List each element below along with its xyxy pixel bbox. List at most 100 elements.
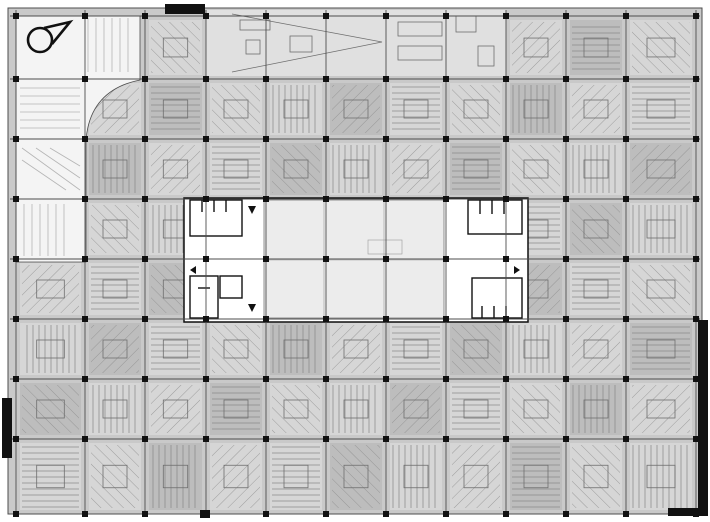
module-hatch — [332, 325, 380, 373]
column — [693, 196, 699, 202]
furniture-block — [162, 399, 189, 419]
column — [563, 196, 569, 202]
column — [13, 436, 19, 442]
module-hatch — [91, 325, 139, 373]
module-hatch — [22, 385, 79, 433]
triangle-arrow-icon — [514, 266, 520, 274]
module-hatch — [332, 445, 380, 508]
column — [82, 376, 88, 382]
furniture-block — [36, 339, 65, 359]
column — [623, 76, 629, 82]
module-hatch — [632, 385, 690, 433]
module-hatch — [272, 145, 320, 193]
column — [323, 511, 329, 517]
column — [563, 376, 569, 382]
column — [203, 256, 209, 262]
column — [443, 376, 449, 382]
column — [13, 196, 19, 202]
column — [563, 436, 569, 442]
column — [142, 136, 148, 142]
column — [323, 136, 329, 142]
furniture-block — [36, 464, 65, 489]
column — [263, 376, 269, 382]
module-hatch — [392, 445, 440, 508]
triangle-arrow-icon — [248, 304, 256, 312]
column — [383, 316, 389, 322]
column — [503, 196, 509, 202]
column — [13, 256, 19, 262]
module-hatch — [332, 385, 380, 433]
column — [323, 196, 329, 202]
ramp-stripes — [20, 18, 129, 256]
furniture-block — [403, 399, 429, 419]
column — [13, 316, 19, 322]
module-hatch — [392, 145, 440, 193]
column — [203, 316, 209, 322]
module-hatch — [632, 22, 690, 73]
furniture-block — [343, 339, 369, 359]
structural-grid — [10, 10, 700, 516]
column — [13, 376, 19, 382]
module-hatch — [392, 385, 440, 433]
column — [82, 76, 88, 82]
furniture-block — [162, 464, 189, 489]
module-hatch — [572, 22, 620, 73]
column — [142, 256, 148, 262]
column — [443, 436, 449, 442]
module-hatch — [572, 145, 620, 193]
furniture-block — [343, 159, 369, 179]
column — [503, 436, 509, 442]
column — [693, 436, 699, 442]
furniture-block — [162, 99, 189, 119]
module-hatch — [392, 325, 440, 373]
column — [563, 76, 569, 82]
columns — [13, 13, 699, 517]
module-hatch — [151, 385, 200, 433]
module-hatch — [632, 205, 690, 253]
module-hatch — [572, 325, 620, 373]
column — [263, 76, 269, 82]
column — [443, 256, 449, 262]
module-hatch — [22, 265, 79, 313]
module-hatch — [632, 85, 690, 133]
module-hatch — [452, 325, 500, 373]
module-hatch — [512, 325, 560, 373]
column — [323, 256, 329, 262]
triangle-arrow-icon — [190, 266, 196, 274]
column — [693, 136, 699, 142]
column — [383, 511, 389, 517]
furniture-block — [583, 219, 609, 239]
column — [13, 13, 19, 19]
furniture-block — [583, 159, 609, 179]
module-hatch — [512, 385, 560, 433]
module-hatch — [572, 205, 620, 253]
module-hatch — [212, 145, 260, 193]
column — [82, 136, 88, 142]
module-hatch — [572, 445, 620, 508]
furniture-block — [583, 37, 609, 58]
module-hatch — [22, 445, 79, 508]
module-grid — [20, 20, 692, 510]
column — [503, 13, 509, 19]
column — [263, 316, 269, 322]
column — [263, 511, 269, 517]
column — [263, 256, 269, 262]
column — [203, 136, 209, 142]
module-hatch — [22, 325, 79, 373]
column — [13, 511, 19, 517]
module-hatch — [151, 22, 200, 73]
column — [693, 376, 699, 382]
furniture-block — [646, 464, 676, 489]
module-hatch — [452, 85, 500, 133]
furniture-block — [36, 399, 65, 419]
column — [82, 196, 88, 202]
furniture-block — [403, 159, 429, 179]
column — [383, 196, 389, 202]
column — [13, 136, 19, 142]
furniture-block — [102, 279, 128, 299]
furniture-block — [102, 159, 128, 179]
furniture-block — [646, 339, 676, 359]
module-hatch — [151, 145, 200, 193]
furniture-block — [523, 399, 549, 419]
module-hatch — [632, 145, 690, 193]
